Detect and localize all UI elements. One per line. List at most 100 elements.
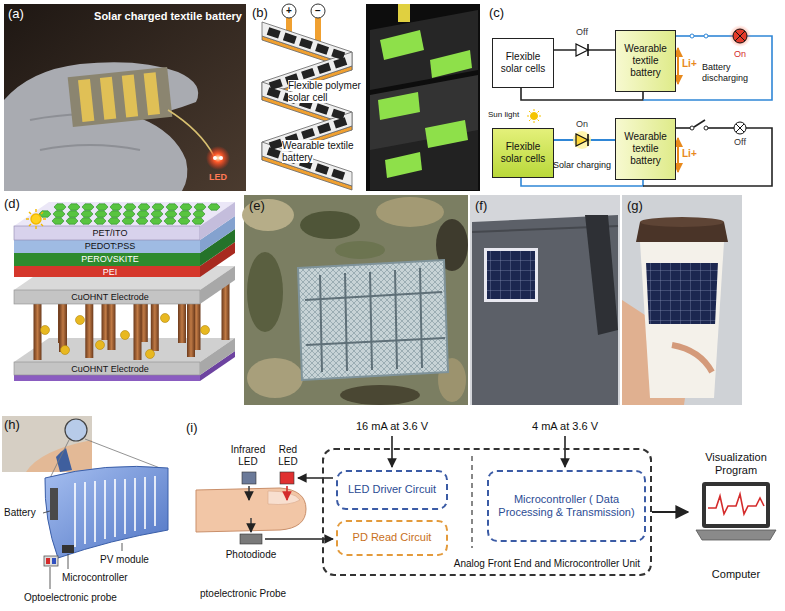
- device-layers: [41, 326, 50, 335]
- photo-arm-textile: [298, 260, 448, 380]
- photo-wrist: [65, 419, 87, 441]
- node-text: Flexible solar cells: [496, 141, 550, 165]
- photo-folded-battery: [378, 92, 420, 120]
- photo-textile-battery: [4, 4, 246, 191]
- device-layers: [68, 204, 80, 210]
- photo-cup: [640, 242, 724, 398]
- device-layers: [66, 218, 78, 224]
- part-label: ptoelectronic Probe: [200, 588, 286, 599]
- device-layers: [137, 211, 149, 217]
- photo-folded-battery: [398, 4, 410, 22]
- device-layers: [85, 300, 93, 358]
- photo-arm-textile: [306, 338, 445, 345]
- photo-wrist: [2, 416, 92, 472]
- photo-bag: [585, 215, 618, 335]
- folded-battery-illustration: [262, 22, 352, 190]
- leader-line: [50, 567, 51, 589]
- node-text: Wearable textile battery: [619, 43, 672, 79]
- photo-folded-battery: [380, 30, 424, 60]
- diode-symbol: [576, 44, 588, 56]
- photo-bag: [484, 248, 538, 302]
- device-layers: [194, 204, 206, 210]
- switch-symbol: [694, 120, 705, 127]
- folded-battery-illustration: [311, 4, 325, 18]
- band-illustration: [50, 488, 58, 520]
- device-layers: [187, 299, 195, 357]
- finger-probe: [268, 491, 300, 505]
- photo-folded-battery: [385, 152, 422, 178]
- part-label: Optoelectronic probe: [24, 592, 117, 603]
- laptop-icon: [696, 482, 776, 540]
- label-box: Li+: [682, 148, 697, 160]
- label-box: (a): [8, 6, 24, 22]
- panel-letter: (h): [4, 417, 20, 432]
- device-layers: [81, 211, 93, 217]
- label-box: PEROVSKITE: [81, 254, 139, 265]
- label-box: On: [576, 119, 588, 130]
- layer-label: CuOHNT Electrode: [71, 292, 148, 302]
- finger-probe: [242, 472, 256, 484]
- node-text: Flexible solar cells: [496, 51, 550, 75]
- label-box: Off: [576, 27, 588, 38]
- photo-arm-textile: [300, 211, 360, 239]
- photo-arm-textile: [395, 270, 397, 369]
- folded-battery-illustration: [268, 31, 346, 57]
- label-box: (i): [186, 420, 198, 436]
- photo-textile-battery: [206, 146, 230, 170]
- node-text: Analog Front End and Microcontroller Uni…: [454, 558, 640, 570]
- part-label: Flexible polymer solar cell: [288, 80, 361, 103]
- lamp-symbol: [735, 31, 745, 41]
- device-layers: [53, 211, 65, 217]
- photo-cup: [622, 195, 742, 405]
- laptop-icon: [708, 494, 764, 514]
- photo-textile-battery: [213, 156, 217, 160]
- device-layers: [54, 204, 66, 210]
- label-box: (b): [252, 5, 268, 21]
- device-layers: [108, 218, 120, 224]
- diode-symbol: [576, 134, 588, 146]
- lamp-symbol: [736, 124, 744, 132]
- device-layers: [178, 218, 190, 224]
- data-arrow: [652, 511, 688, 513]
- node-text: Microcontroller ( Data Processing & Tran…: [492, 493, 641, 519]
- layer-label: PEDOT:PSS: [85, 241, 136, 251]
- label-box: (f): [475, 198, 487, 214]
- band-illustration: [74, 483, 76, 547]
- device-layers: [164, 218, 176, 224]
- label-box: Solar charging: [552, 160, 612, 171]
- layer-label: PEROVSKITE: [81, 254, 139, 264]
- label-box: On: [734, 49, 746, 60]
- switch-symbol: [704, 126, 708, 130]
- leader-line: [122, 543, 123, 551]
- label-box: 4 mA at 3.6 V: [532, 420, 598, 433]
- device-layers: [41, 314, 210, 359]
- device-layers: [136, 218, 148, 224]
- solar-cell-box: Flexible solar cells: [492, 38, 554, 88]
- device-layers: [95, 211, 107, 217]
- device-layers: [222, 282, 230, 340]
- photo-arm-textile: [242, 195, 468, 405]
- band-illustration: [104, 480, 106, 539]
- panel-letter: (b): [252, 5, 268, 20]
- device-layers: [82, 204, 94, 210]
- state-label: Off: [734, 137, 746, 147]
- device-layers: [14, 240, 200, 253]
- band-illustration: [44, 556, 58, 566]
- finger-probe: [196, 488, 306, 532]
- photo-folded-battery: [370, 10, 478, 90]
- unit-group-box: Analog Front End and Microcontroller Uni…: [322, 448, 652, 576]
- band-illustration: [114, 479, 116, 537]
- folded-battery-illustration: [250, 4, 366, 191]
- photo-textile-battery: [100, 77, 116, 120]
- switch-symbol: [690, 126, 694, 130]
- band-illustration: [134, 478, 136, 531]
- label-box: Battery discharging: [702, 62, 764, 84]
- node-text: LED Driver Circuit: [348, 483, 436, 496]
- label-box: Microcontroller: [62, 572, 128, 584]
- device-layers: [208, 204, 220, 210]
- leader-line: [68, 554, 69, 569]
- ion-arrow: [677, 48, 679, 172]
- band-illustration: [44, 439, 168, 566]
- label-box: PEDOT:PSS: [85, 241, 136, 252]
- panel-letter: (f): [475, 198, 487, 213]
